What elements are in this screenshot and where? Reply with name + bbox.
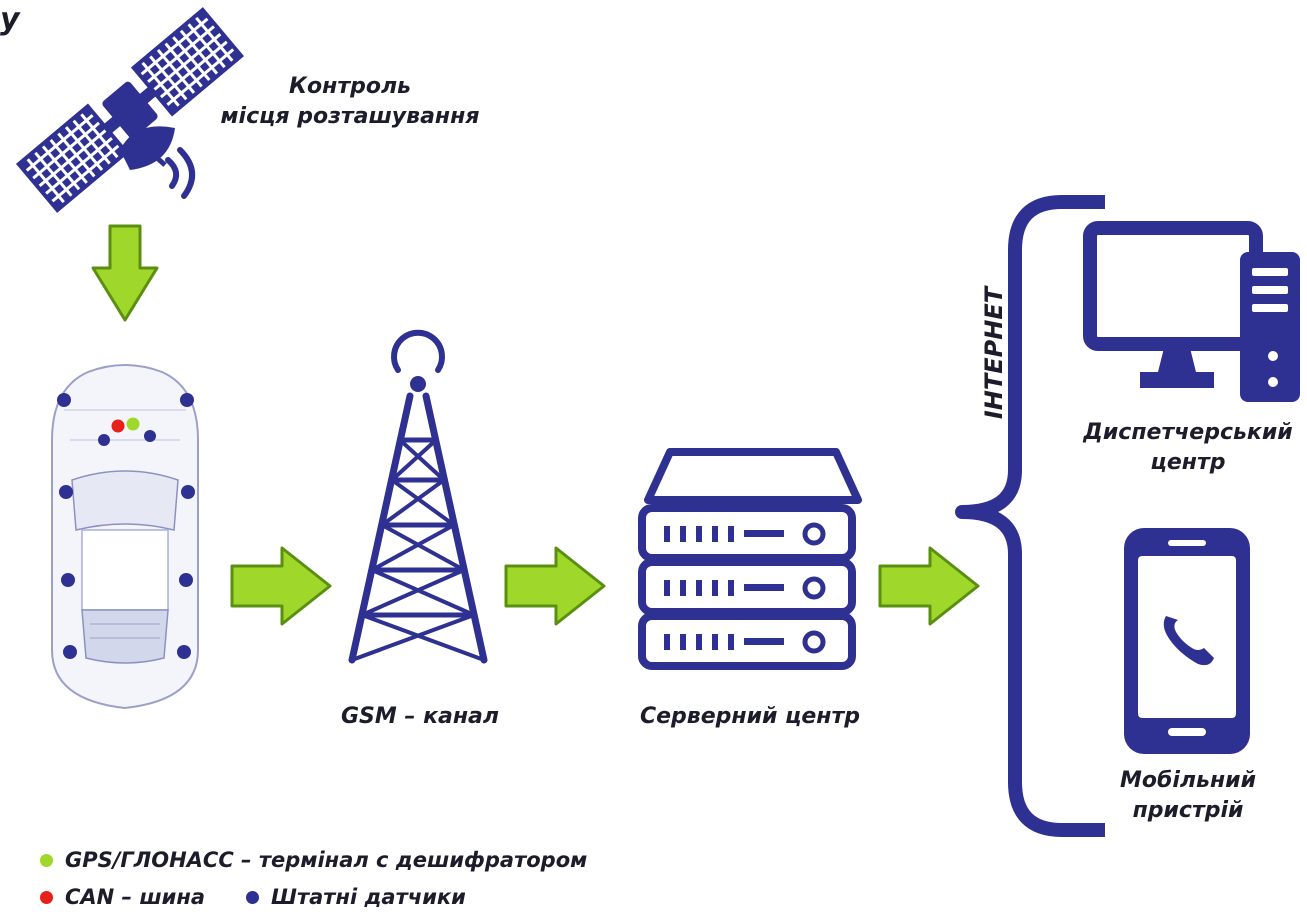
legend-text: Штатні датчики <box>271 885 466 909</box>
legend-item-gps-terminal: GPS/ГЛОНАСС – термінал с дешифратором <box>40 847 587 873</box>
dispatch-center-label-line2: центр <box>1150 450 1226 475</box>
mobile-device-label-line2: пристрій <box>1132 798 1244 823</box>
gps-terminal-dot <box>126 417 140 431</box>
legend-dot-green <box>40 853 53 867</box>
arrow-right-icon <box>504 546 606 626</box>
arrow-right-icon <box>878 546 980 626</box>
satellite-label-line2: місця розташування <box>220 104 480 129</box>
legend-text: GPS/ГЛОНАСС – термінал с дешифратором <box>65 848 588 872</box>
arrow-down-icon <box>91 224 159 322</box>
satellite-label-line1: Контроль <box>289 74 411 99</box>
desktop-computer-icon <box>1083 221 1300 402</box>
legend-dot-red <box>40 890 53 904</box>
internet-label: ІНТЕРНЕТ <box>980 286 1008 420</box>
legend-item-can-bus: CAN – шина <box>40 884 205 910</box>
arrow-right-icon <box>230 546 332 626</box>
satellite-label: Контроль місця розташування <box>200 72 500 132</box>
dispatch-center-label: Диспетчерський центр <box>1070 418 1306 478</box>
legend-item-stock-sensors: Штатні датчики <box>246 884 466 910</box>
dispatch-center-label-line1: Диспетчерський <box>1083 420 1293 445</box>
server-icon <box>638 448 862 670</box>
car-icon <box>51 364 199 710</box>
satellite-icon <box>15 7 245 213</box>
can-bus-dot <box>111 419 125 433</box>
gsm-tower-icon <box>348 329 488 664</box>
mobile-device-label: Мобільний пристрій <box>1070 766 1306 826</box>
gsm-channel-label: GSM – канал <box>340 704 500 729</box>
legend-dot-blue <box>246 890 259 904</box>
phone-call-icon <box>1163 616 1214 666</box>
smartphone-icon <box>1124 528 1250 754</box>
legend-text: CAN – шина <box>65 885 206 909</box>
sensor-dots <box>57 393 195 659</box>
curly-brace <box>955 195 1105 837</box>
corner-letter: у <box>0 2 20 37</box>
server-center-label: Серверний центр <box>639 704 861 729</box>
mobile-device-label-line1: Мобільний <box>1120 768 1256 793</box>
